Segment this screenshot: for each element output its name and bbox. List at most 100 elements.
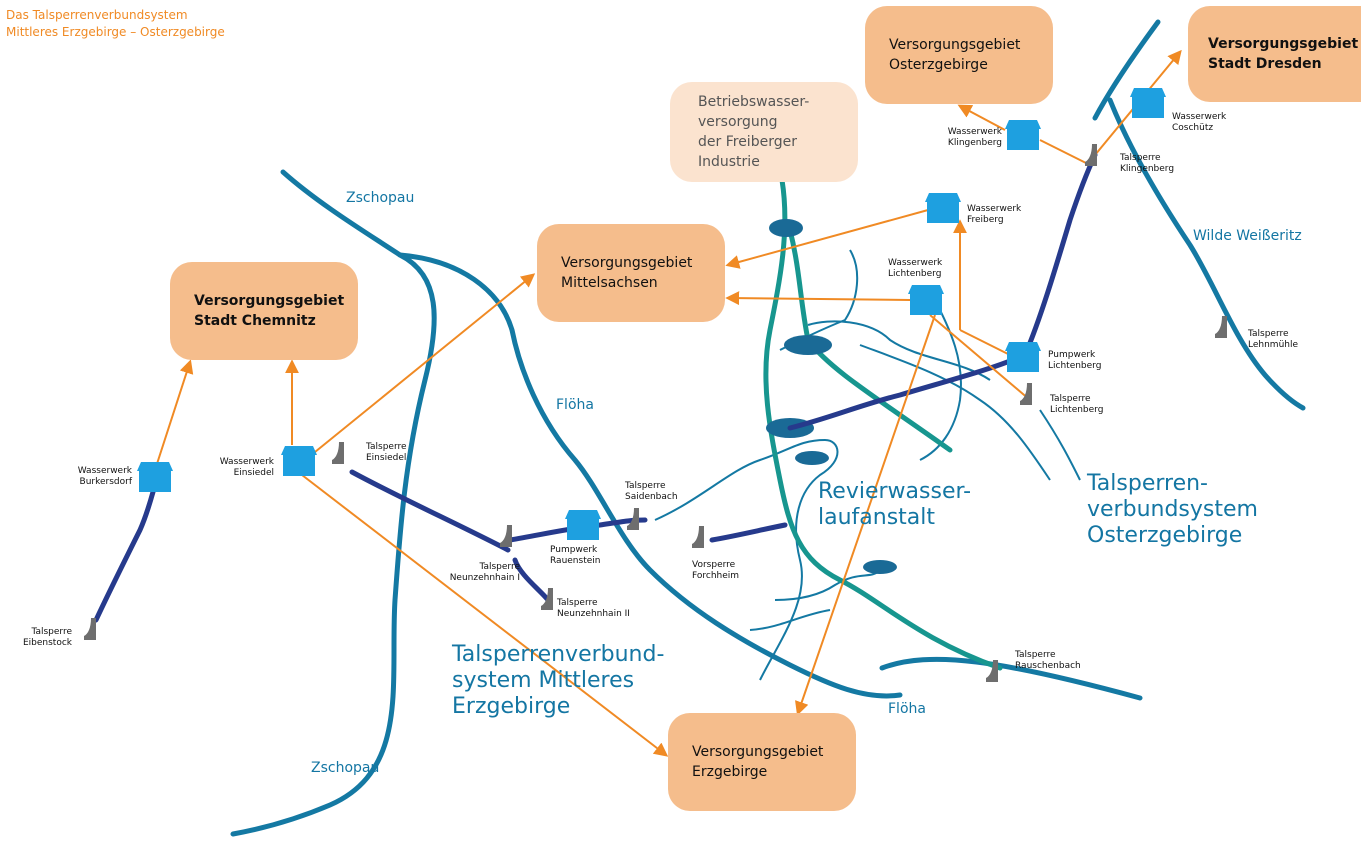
supply-area-dresden: Versorgungsgebiet Stadt Dresden xyxy=(1188,6,1361,102)
title-line-1: Das Talsperrenverbundsystem xyxy=(6,8,188,22)
text-line: Revierwasser- xyxy=(818,479,972,504)
text-line: Osterzgebirge xyxy=(1087,523,1243,548)
text-line: Talsperrenverbund- xyxy=(452,642,665,667)
river-label-wilde-weisseritz: Wilde Weißeritz xyxy=(1193,228,1302,244)
dam-icon xyxy=(332,442,344,464)
box-line: Versorgungsgebiet xyxy=(561,255,693,271)
box-line: Mittelsachsen xyxy=(561,275,658,291)
text-line: Wasserwerk xyxy=(219,457,274,467)
ponds xyxy=(766,219,897,574)
waterworks-icon xyxy=(908,285,944,315)
text-line: Klingenberg xyxy=(947,138,1002,148)
text-line: Lichtenberg xyxy=(1048,361,1102,371)
text-line: Talsperre xyxy=(1248,329,1289,339)
box-line: Erzgebirge xyxy=(692,764,768,780)
box-line: Industrie xyxy=(698,154,760,170)
text-line: verbundsystem xyxy=(1087,497,1258,522)
text-line: Talsperre xyxy=(1050,394,1091,404)
text-line: Burkersdorf xyxy=(79,477,132,487)
box-line: Versorgungsgebiet xyxy=(1208,36,1359,52)
box-line: Versorgungsgebiet xyxy=(889,37,1021,53)
title-line-2: Mittleres Erzgebirge – Osterzgebirge xyxy=(6,25,225,39)
river-label-zschopau: Zschopau xyxy=(311,760,380,776)
dam-icon xyxy=(692,526,704,548)
waterworks-icon xyxy=(281,446,317,476)
river-floeha-east xyxy=(879,656,1143,701)
text-line: Lichtenberg xyxy=(888,269,942,279)
river-upper-weisseritz xyxy=(1092,19,1161,121)
text-line: Wasserwerk xyxy=(947,127,1002,137)
text-line: Talsperre xyxy=(1015,650,1056,660)
text-line: Klingenberg xyxy=(1120,164,1175,174)
text-line: Rauschenbach xyxy=(1015,661,1081,671)
text-line: Pumpwerk xyxy=(1048,350,1096,360)
dam-icon xyxy=(500,525,512,547)
river-wilde-weisseritz xyxy=(1107,97,1306,411)
river-label-floeha: Flöha xyxy=(556,397,594,413)
supply-area-chemnitz: Versorgungsgebiet Stadt Chemnitz xyxy=(170,262,358,360)
box-line: Stadt Dresden xyxy=(1208,56,1322,72)
text-line: Talsperre xyxy=(479,562,520,572)
text-line: Lehnmühle xyxy=(1248,340,1299,350)
box-line: Versorgungsgebiet xyxy=(194,293,345,309)
box-line: Osterzgebirge xyxy=(889,57,988,73)
supply-area-erzgebirge: Versorgungsgebiet Erzgebirge xyxy=(668,713,856,811)
box-line: der Freiberger xyxy=(698,134,797,150)
text-line: Erzgebirge xyxy=(452,694,571,719)
dam-icon xyxy=(1085,144,1097,166)
text-line: Lichtenberg xyxy=(1050,405,1104,415)
text-line: Einsiedel xyxy=(366,453,407,463)
waterworks-icon xyxy=(1005,120,1041,150)
text-line: laufanstalt xyxy=(818,505,936,530)
waterworks-icon xyxy=(925,193,961,223)
supply-area-mittelsachsen: Versorgungsgebiet Mittelsachsen xyxy=(537,224,725,322)
text-line: Pumpwerk xyxy=(550,545,598,555)
pumping-station-icon xyxy=(1005,342,1041,372)
dam-icon xyxy=(1215,316,1227,338)
box-line: Betriebswasser- xyxy=(698,94,810,110)
text-line: Neunzehnhain I xyxy=(449,573,520,583)
box-line: Stadt Chemnitz xyxy=(194,313,316,329)
text-line: Rauenstein xyxy=(550,556,601,566)
box-line: Versorgungsgebiet xyxy=(692,744,824,760)
waterworks-icon xyxy=(1130,88,1166,118)
rivers xyxy=(230,19,1306,837)
river-floeha-upper xyxy=(397,252,903,699)
text-line: Wasserwerk xyxy=(888,258,943,268)
dam-icon xyxy=(84,618,96,640)
text-line: Eibenstock xyxy=(22,638,72,648)
text-line: Wasserwerk xyxy=(1172,112,1227,122)
text-line: Wasserwerk xyxy=(77,466,132,476)
text-line: Talsperre xyxy=(625,481,666,491)
river-label-floeha: Flöha xyxy=(888,701,926,717)
box-line: versorgung xyxy=(698,114,778,130)
text-line: Talsperren- xyxy=(1087,471,1208,496)
text-line: Saidenbach xyxy=(625,492,678,502)
diagram-title: Das Talsperrenverbundsystem Mittleres Er… xyxy=(6,7,225,41)
text-line: Talsperre xyxy=(31,627,72,637)
text-line: Vorsperre xyxy=(692,560,736,570)
river-label-zschopau: Zschopau xyxy=(346,190,415,206)
text-line: Talsperre xyxy=(557,598,598,608)
text-line: Einsiedel xyxy=(233,468,274,478)
pumping-station-icon xyxy=(565,510,601,540)
text-line: system Mittleres xyxy=(452,668,635,693)
text-line: Neunzehnhain II xyxy=(557,609,630,619)
supply-area-osterzgebirge: Versorgungsgebiet Osterzgebirge xyxy=(865,6,1053,104)
